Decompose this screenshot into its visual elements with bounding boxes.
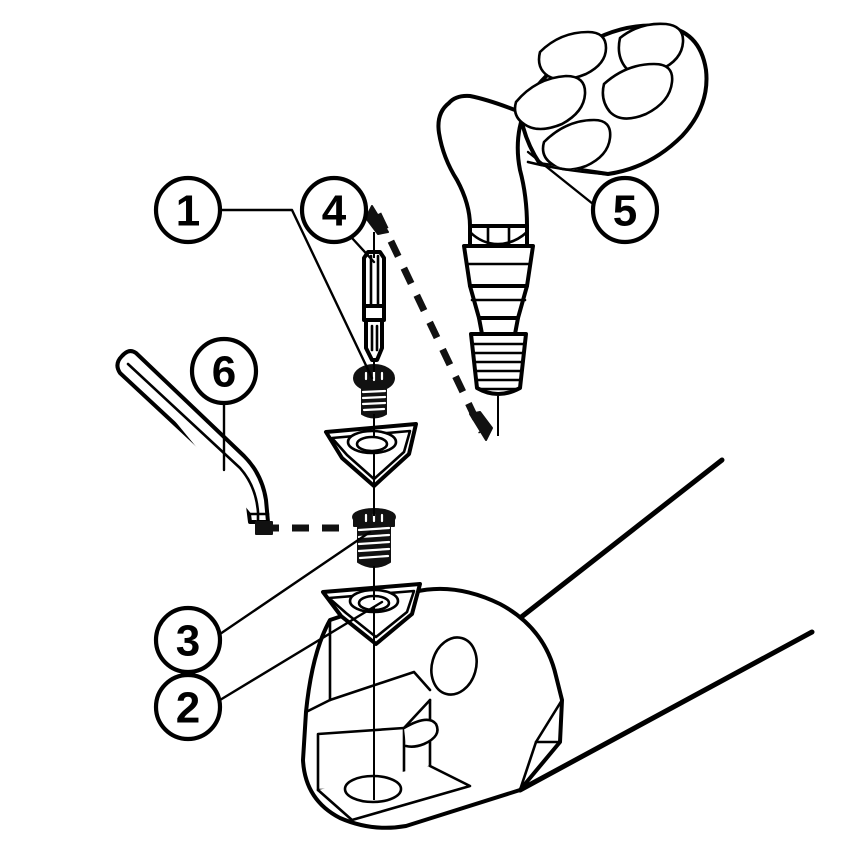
driver-shank-knurl <box>471 342 526 391</box>
screw-upper-threads <box>361 389 387 412</box>
callout-balloon-2[interactable]: 2 <box>153 672 223 742</box>
torque-driver-tool <box>436 22 709 436</box>
driver-bit <box>362 250 386 362</box>
leader-5 <box>526 150 595 206</box>
callout-balloon-5[interactable]: 5 <box>590 175 660 245</box>
callout-label-4: 4 <box>322 187 347 236</box>
handle-finger-grooves <box>513 22 685 176</box>
screw-lower <box>352 508 396 568</box>
callout-leaders <box>218 150 595 702</box>
toolholder-head <box>301 586 564 830</box>
callout-label-5: 5 <box>613 187 637 236</box>
screw-lower-threads <box>357 526 391 560</box>
insert-lower <box>321 582 422 646</box>
hexkey-to-screw-arrow <box>255 521 352 535</box>
callout-circle-5[interactable] <box>590 175 660 245</box>
callout-circle-2[interactable] <box>153 672 223 742</box>
callout-balloon-1[interactable]: 1 <box>153 175 223 245</box>
callout-circle-1[interactable] <box>153 175 223 245</box>
callout-circle-4[interactable] <box>299 175 369 245</box>
screw-upper-torx-recess <box>364 370 384 382</box>
callout-label-1: 1 <box>176 187 200 236</box>
leader-4 <box>350 236 376 264</box>
screw-upper <box>353 364 395 419</box>
callout-label-2: 2 <box>176 684 200 733</box>
callout-circle-3[interactable] <box>153 605 223 675</box>
leader-2 <box>218 600 384 702</box>
callout-balloon-3[interactable]: 3 <box>153 605 223 675</box>
callout-circle-6[interactable] <box>189 336 259 406</box>
callout-label-6: 6 <box>212 348 236 397</box>
callout-balloon-4[interactable]: 4 <box>299 175 369 245</box>
insert-upper <box>324 422 418 488</box>
driver-to-bit-arrow <box>365 205 493 441</box>
leader-3 <box>218 530 372 636</box>
callout-label-3: 3 <box>176 617 200 666</box>
leader-1 <box>218 208 374 380</box>
callout-balloon-6[interactable]: 6 <box>189 336 259 406</box>
